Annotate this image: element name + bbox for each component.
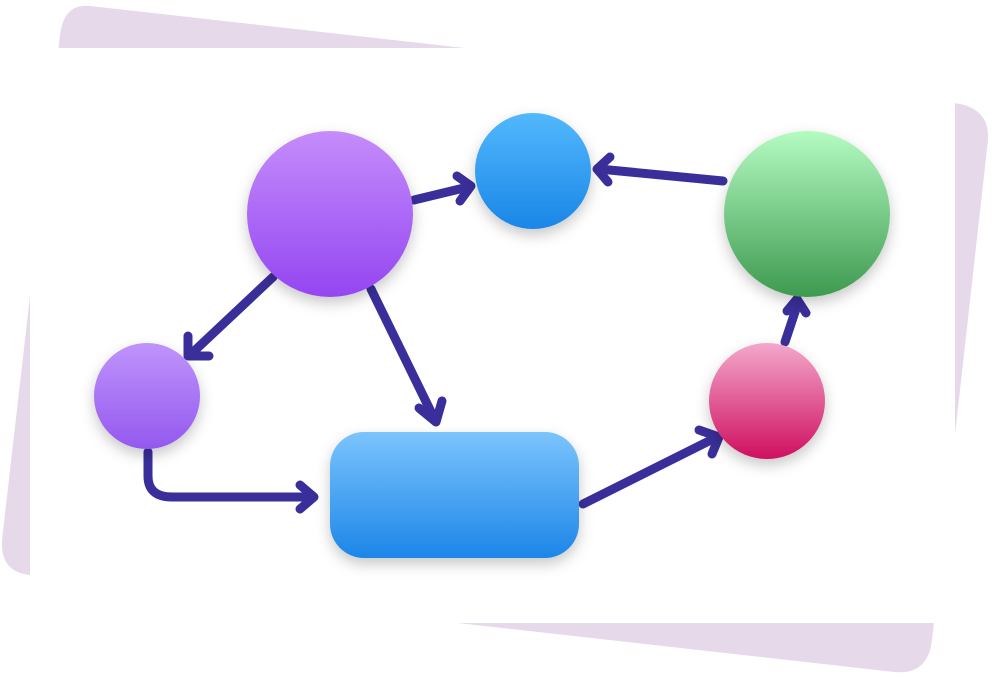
edge-pink-to-green	[780, 294, 811, 347]
node-green	[724, 131, 890, 297]
nodes	[94, 113, 890, 558]
node-pink	[709, 343, 825, 459]
node-blue-rect	[330, 432, 579, 558]
node-blue-top	[475, 113, 591, 229]
edge-purple-small-to-blue-rect	[143, 447, 319, 514]
edge-blue-rect-to-pink	[578, 425, 724, 509]
node-purple-small	[94, 343, 200, 449]
edge-purple-large-to-blue-top	[409, 171, 476, 206]
edges	[143, 152, 811, 514]
node-purple-large	[247, 131, 413, 297]
edge-green-to-blue-top	[592, 152, 728, 187]
edge-purple-large-to-blue-rect	[366, 284, 447, 427]
edge-purple-large-to-purple-small	[183, 272, 278, 361]
